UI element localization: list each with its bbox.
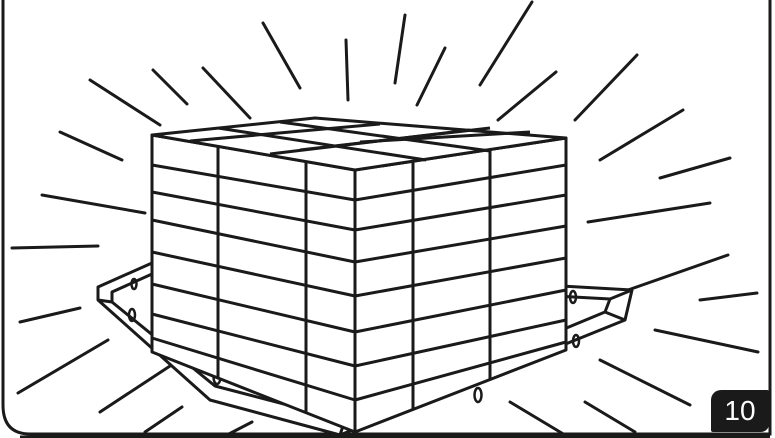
box-stack [150,116,568,434]
box-left-layers [151,163,356,402]
step-number: 10 [724,395,756,426]
box-left-columns [216,146,308,413]
box-right-layers [354,163,567,402]
step-number-badge: 10 [711,390,769,432]
burst-lines [10,0,760,438]
box-top-divisions [189,120,531,162]
